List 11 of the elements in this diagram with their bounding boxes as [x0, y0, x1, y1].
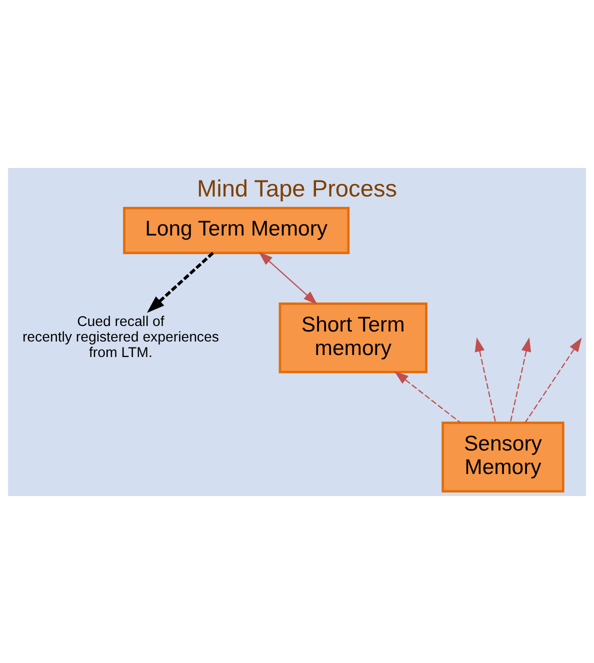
node-box: Long Term Memory [123, 206, 350, 254]
arrow [510, 336, 532, 422]
node-text: Cued recall of recently registered experiences from LTM. [22, 312, 219, 360]
diagram-title: Mind Tape Process [196, 174, 398, 201]
node-box: Short Term memory [278, 302, 428, 373]
arrow [474, 336, 496, 422]
arrow [258, 251, 318, 304]
arrow [524, 337, 582, 423]
node-box: Sensory Memory [442, 421, 564, 492]
arrow [394, 370, 461, 423]
arrow [146, 251, 214, 312]
